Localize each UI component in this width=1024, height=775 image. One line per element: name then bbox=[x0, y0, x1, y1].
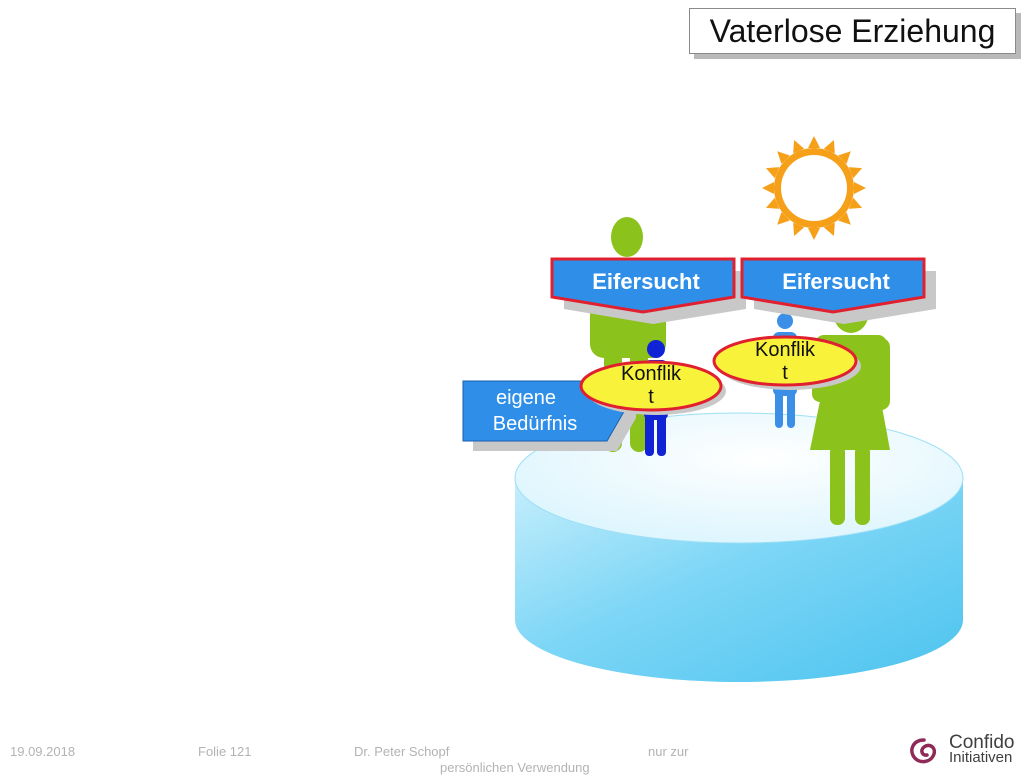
footer-note: nur zur bbox=[648, 744, 689, 759]
platform-cylinder bbox=[514, 412, 964, 682]
konflikt-label-right-line1: Konflik bbox=[755, 339, 816, 361]
konflikt-bubble-right: Konflik t bbox=[712, 335, 861, 390]
confido-logo: Confido Initiativen bbox=[904, 733, 1022, 767]
slide-title: Vaterlose Erziehung bbox=[689, 8, 1016, 54]
footer-slide-number: Folie 121 bbox=[198, 744, 252, 759]
eifersucht-banner-left: Eifersucht bbox=[550, 257, 746, 324]
eifersucht-label-right: Eifersucht bbox=[782, 269, 890, 294]
konflikt-label-right-line2: t bbox=[782, 362, 788, 384]
sun-icon bbox=[762, 136, 866, 240]
logo-name: Confido bbox=[949, 732, 1015, 753]
footer-author: Dr. Peter Schopf bbox=[354, 744, 450, 759]
konflikt-label-left-line1: Konflik bbox=[621, 363, 682, 385]
eifersucht-banner-right: Eifersucht bbox=[740, 257, 936, 324]
beduerfnis-label-line2: Bedürfnis bbox=[493, 413, 578, 435]
footer-date: 19.09.2018 bbox=[10, 744, 76, 759]
logo-subtitle: Initiativen bbox=[949, 749, 1013, 766]
konflikt-label-left-line2: t bbox=[648, 386, 654, 408]
logo-swirl-icon bbox=[910, 738, 937, 764]
beduerfnis-label-line1: eigene bbox=[496, 387, 556, 409]
eifersucht-label-left: Eifersucht bbox=[592, 269, 700, 294]
konflikt-bubble-left: Konflik t bbox=[579, 360, 726, 415]
